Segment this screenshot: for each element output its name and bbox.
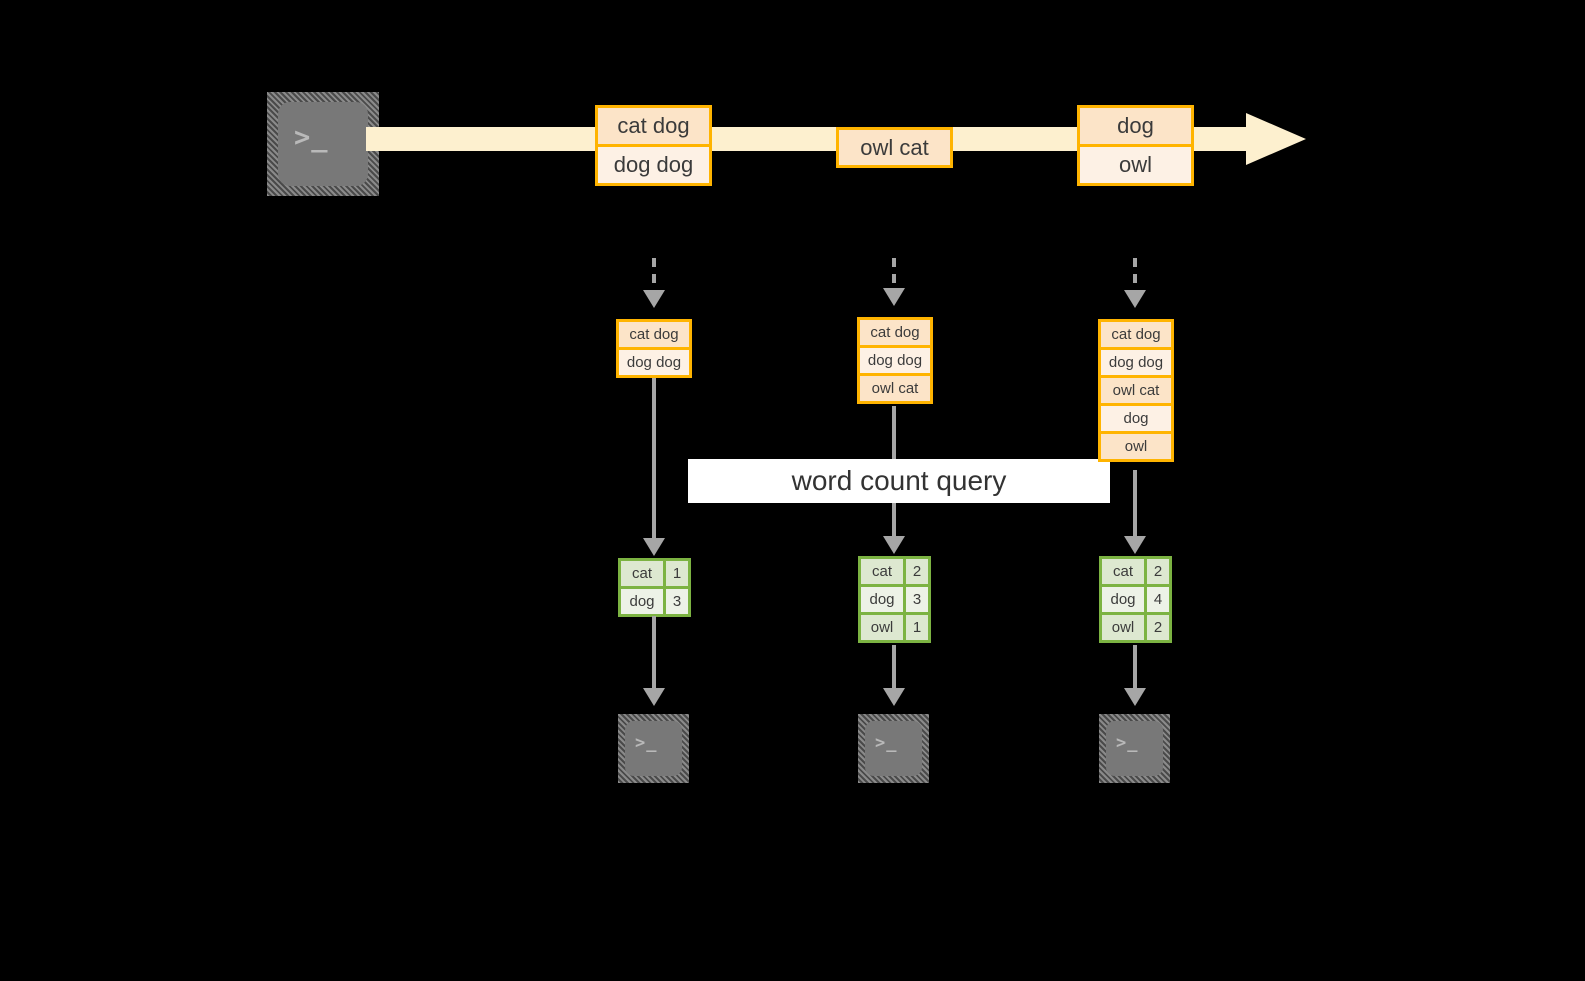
result-count: 4: [1144, 584, 1172, 615]
snapshot-input-row: cat dog: [1098, 319, 1174, 350]
snapshot-2-dashed-arrowhead: [883, 288, 905, 306]
snapshot-2-output-connector: [892, 645, 896, 696]
result-count: 2: [903, 556, 931, 587]
snapshot-input-row: dog dog: [1098, 347, 1174, 378]
snapshot-1-output-connector: [652, 616, 656, 696]
result-row: cat 2: [1099, 556, 1172, 587]
terminal-prompt-glyph: >_: [294, 122, 329, 153]
stream-event: dog: [1077, 105, 1194, 147]
terminal-prompt-glyph: >_: [1116, 733, 1139, 753]
result-count: 1: [663, 558, 691, 589]
result-count: 2: [1144, 612, 1172, 643]
result-row: cat 2: [858, 556, 931, 587]
snapshot-1-query-connector: [652, 378, 656, 546]
snapshot-1-input-table: cat dog dog dog: [616, 319, 692, 378]
snapshot-input-row: dog: [1098, 403, 1174, 434]
result-word: dog: [858, 584, 906, 615]
terminal-prompt-glyph: >_: [875, 733, 898, 753]
result-word: dog: [618, 586, 666, 617]
snapshot-1-consumer-terminal-icon: >_: [618, 714, 689, 783]
snapshot-3-dashed-arrowhead: [1124, 290, 1146, 308]
stream-event: cat dog: [595, 105, 712, 147]
snapshot-3-input-table: cat dog dog dog owl cat dog owl: [1098, 319, 1174, 462]
snapshot-3-output-arrowhead: [1124, 688, 1146, 706]
snapshot-2-consumer-terminal-icon: >_: [858, 714, 929, 783]
terminal-prompt-glyph: >_: [635, 733, 658, 753]
result-row: dog 3: [858, 584, 931, 615]
snapshot-input-row: dog dog: [616, 347, 692, 378]
snapshot-3-dashed-connector: [1133, 258, 1137, 292]
query-label-text: word count query: [791, 465, 1007, 496]
result-row: dog 3: [618, 586, 691, 617]
snapshot-3-query-connector: [1133, 470, 1137, 544]
terminal-body: [865, 721, 922, 776]
stream-event: dog dog: [595, 144, 712, 186]
snapshot-input-row: cat dog: [616, 319, 692, 350]
stream-event: owl cat: [836, 127, 953, 168]
snapshot-3-result-table: cat 2 dog 4 owl 2: [1099, 556, 1172, 643]
snapshot-2-output-arrowhead: [883, 688, 905, 706]
snapshot-1-dashed-arrowhead: [643, 290, 665, 308]
stream-group-1: cat dog dog dog: [595, 105, 712, 186]
snapshot-2-query-arrowhead: [883, 536, 905, 554]
result-count: 3: [663, 586, 691, 617]
snapshot-1-query-arrowhead: [643, 538, 665, 556]
snapshot-3-query-arrowhead: [1124, 536, 1146, 554]
stream-event: owl: [1077, 144, 1194, 186]
stream-group-2: owl cat: [836, 127, 953, 168]
snapshot-input-row: owl: [1098, 431, 1174, 462]
result-row: cat 1: [618, 558, 691, 589]
result-word: cat: [618, 558, 666, 589]
snapshot-1-result-table: cat 1 dog 3: [618, 558, 691, 617]
result-word: dog: [1099, 584, 1147, 615]
result-word: cat: [858, 556, 906, 587]
result-word: owl: [1099, 612, 1147, 643]
terminal-body: [625, 721, 682, 776]
result-count: 3: [903, 584, 931, 615]
producer-terminal-icon: >_: [267, 92, 379, 196]
snapshot-input-row: owl cat: [1098, 375, 1174, 406]
stream-group-3: dog owl: [1077, 105, 1194, 186]
query-label-band: word count query: [688, 459, 1110, 503]
snapshot-2-result-table: cat 2 dog 3 owl 1: [858, 556, 931, 643]
result-count: 1: [903, 612, 931, 643]
snapshot-input-row: owl cat: [857, 373, 933, 404]
snapshot-3-output-connector: [1133, 645, 1137, 696]
snapshot-3-consumer-terminal-icon: >_: [1099, 714, 1170, 783]
snapshot-input-row: cat dog: [857, 317, 933, 348]
result-row: owl 2: [1099, 612, 1172, 643]
result-count: 2: [1144, 556, 1172, 587]
result-word: owl: [858, 612, 906, 643]
result-row: dog 4: [1099, 584, 1172, 615]
snapshot-input-row: dog dog: [857, 345, 933, 376]
result-word: cat: [1099, 556, 1147, 587]
snapshot-2-dashed-connector: [892, 258, 896, 290]
terminal-body: [278, 102, 368, 186]
snapshot-2-input-table: cat dog dog dog owl cat: [857, 317, 933, 404]
snapshot-1-output-arrowhead: [643, 688, 665, 706]
result-row: owl 1: [858, 612, 931, 643]
terminal-body: [1106, 721, 1163, 776]
snapshot-1-dashed-connector: [652, 258, 656, 292]
